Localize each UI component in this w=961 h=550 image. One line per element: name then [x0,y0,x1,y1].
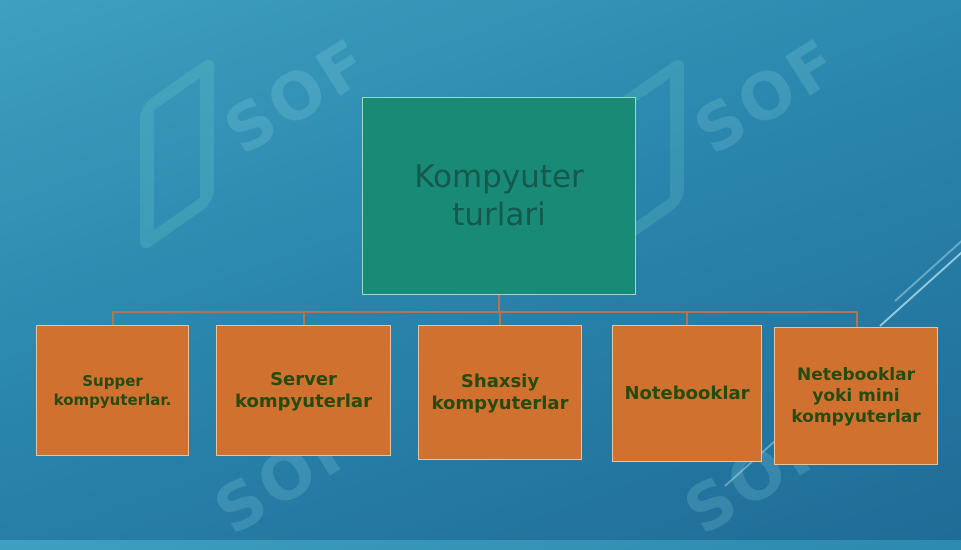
child-node-server-kompyuterlar: Server kompyuterlar [216,325,391,456]
child-node-label: Server kompyuterlar [235,368,372,412]
connector-to-child-2 [303,311,305,325]
connector-horizontal [112,311,858,313]
accent-line [894,240,961,302]
root-node-label: Kompyuter turlari [414,159,584,233]
child-node-label: Shaxsiy kompyuterlar [431,370,569,414]
child-node-supper-kompyuterlar: Supper kompyuterlar. [36,325,189,456]
connector-vertical-root [498,295,500,312]
connector-to-child-5 [856,311,858,327]
child-node-label: Supper kompyuterlar. [53,371,172,409]
root-node: Kompyuter turlari [362,97,636,295]
child-node-shaxsiy-kompyuterlar: Shaxsiy kompyuterlar [418,325,582,460]
child-node-label: Notebooklar [624,382,750,404]
connector-to-child-4 [686,311,688,325]
connector-to-child-1 [112,311,114,325]
child-node-notebooklar: Notebooklar [612,325,762,462]
connector-to-child-3 [499,311,501,325]
accent-line [879,248,961,327]
child-node-netebooklar: Netebooklar yoki mini kompyuterlar [774,327,938,465]
child-node-label: Netebooklar yoki mini kompyuterlar [791,364,921,427]
